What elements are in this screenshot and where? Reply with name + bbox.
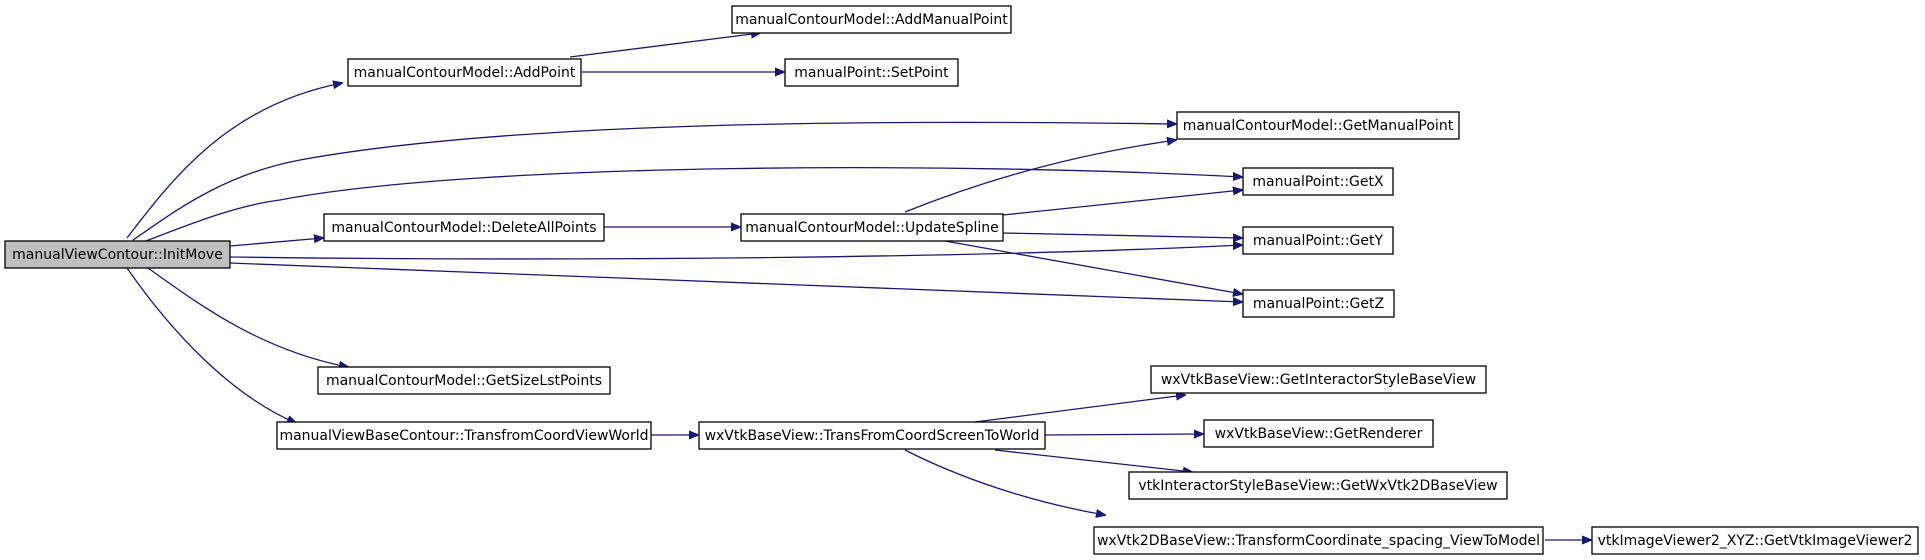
edge-updatespline-to-gety (1002, 232, 1242, 238)
node-wxvtkbaseview-transfromcoordscreentoworld[interactable]: wxVtkBaseView::TransFromCoordScreenToWor… (698, 421, 1046, 450)
node-vtkinteractorstylebaseview-getwxvtk2dbaseview[interactable]: vtkInteractorStyleBaseView::GetWxVtk2DBa… (1128, 471, 1508, 500)
edge-updatespline-to-getx (1002, 190, 1242, 216)
node-manualcontourmodel-deleteallpoints[interactable]: manualContourModel::DeleteAllPoints (323, 213, 605, 242)
node-manualpoint-gety[interactable]: manualPoint::GetY (1242, 226, 1394, 255)
node-manualcontourmodel-updatespline[interactable]: manualContourModel::UpdateSpline (740, 213, 1004, 242)
node-wxvtkbaseview-getrenderer[interactable]: wxVtkBaseView::GetRenderer (1203, 419, 1434, 448)
edge-initmove-to-deleteallpoints (229, 238, 323, 247)
node-manualpoint-getz[interactable]: manualPoint::GetZ (1242, 289, 1395, 318)
node-manualcontourmodel-addpoint[interactable]: manualContourModel::AddPoint (347, 58, 582, 87)
edges (126, 33, 1591, 540)
edge-initmove-to-getsizelstpoints (147, 267, 348, 367)
nodes: manualViewContour::InitMove manualContou… (4, 5, 1919, 555)
node-manualpoint-setpoint[interactable]: manualPoint::SetPoint (784, 58, 959, 87)
node-label: wxVtkBaseView::TransFromCoordScreenToWor… (705, 428, 1040, 444)
node-label: manualPoint::SetPoint (794, 65, 949, 81)
node-manualviewbasecontour-transfromcoordviewworld[interactable]: manualViewBaseContour::TransfromCoordVie… (276, 421, 652, 450)
edge-updatespline-to-getz (944, 240, 1242, 294)
node-manualviewcontour-initmove[interactable]: manualViewContour::InitMove (4, 240, 231, 269)
node-label: manualContourModel::AddPoint (354, 65, 576, 81)
edge-initmove-to-getz (229, 262, 1242, 302)
node-label: manualViewBaseContour::TransfromCoordVie… (279, 428, 648, 444)
node-label: manualContourModel::GetManualPoint (1183, 118, 1454, 134)
node-label: wxVtkBaseView::GetInteractorStyleBaseVie… (1161, 372, 1476, 388)
node-label: manualPoint::GetY (1253, 233, 1384, 249)
edge-initmove-to-addpoint (126, 83, 342, 239)
edge-screentoworld-to-getrenderer (1044, 434, 1203, 435)
node-label: manualPoint::GetZ (1253, 296, 1384, 312)
edge-updatespline-to-getmanualpoint (904, 140, 1176, 213)
node-label: vtkImageViewer2_XYZ::GetVtkImageViewer2 (1598, 533, 1913, 549)
node-label: manualContourModel::DeleteAllPoints (331, 220, 596, 236)
edge-screentoworld-to-getwxvtk2dbaseview (994, 449, 1192, 472)
edge-initmove-to-getx (145, 167, 1242, 242)
node-label: vtkInteractorStyleBaseView::GetWxVtk2DBa… (1138, 478, 1497, 494)
node-label: manualViewContour::InitMove (12, 247, 223, 263)
edge-initmove-to-transfromcoordviewworld (126, 267, 296, 423)
node-manualpoint-getx[interactable]: manualPoint::GetX (1242, 167, 1394, 196)
node-label: wxVtk2DBaseView::TransformCoordinate_spa… (1097, 533, 1540, 549)
node-wxvtkbaseview-getinteractorstylebaseview[interactable]: wxVtkBaseView::GetInteractorStyleBaseVie… (1150, 365, 1487, 394)
node-manualcontourmodel-getsizelstpoints[interactable]: manualContourModel::GetSizeLstPoints (317, 366, 611, 395)
node-manualcontourmodel-getmanualpoint[interactable]: manualContourModel::GetManualPoint (1176, 111, 1460, 140)
node-label: manualPoint::GetX (1252, 174, 1384, 190)
node-manualcontourmodel-addmanualpoint[interactable]: manualContourModel::AddManualPoint (731, 5, 1012, 34)
edge-initmove-to-gety (229, 245, 1242, 260)
node-wxvtk2dbaseview-transformcoordinate-spacing-viewtomodel[interactable]: wxVtk2DBaseView::TransformCoordinate_spa… (1093, 526, 1544, 555)
node-vtkimageviewer2-xyz-getvtkimageviewer2[interactable]: vtkImageViewer2_XYZ::GetVtkImageViewer2 (1591, 526, 1919, 555)
node-label: manualContourModel::UpdateSpline (745, 220, 999, 236)
node-label: wxVtkBaseView::GetRenderer (1215, 426, 1423, 442)
node-label: manualContourModel::GetSizeLstPoints (326, 373, 602, 389)
edge-screentoworld-to-getinteractorstylebaseview (974, 395, 1185, 423)
edge-addpoint-to-addmanualpoint (569, 33, 760, 58)
node-label: manualContourModel::AddManualPoint (735, 12, 1008, 28)
edge-screentoworld-to-transformcoordinate (904, 449, 1105, 515)
edge-initmove-to-getmanualpoint (132, 122, 1176, 241)
